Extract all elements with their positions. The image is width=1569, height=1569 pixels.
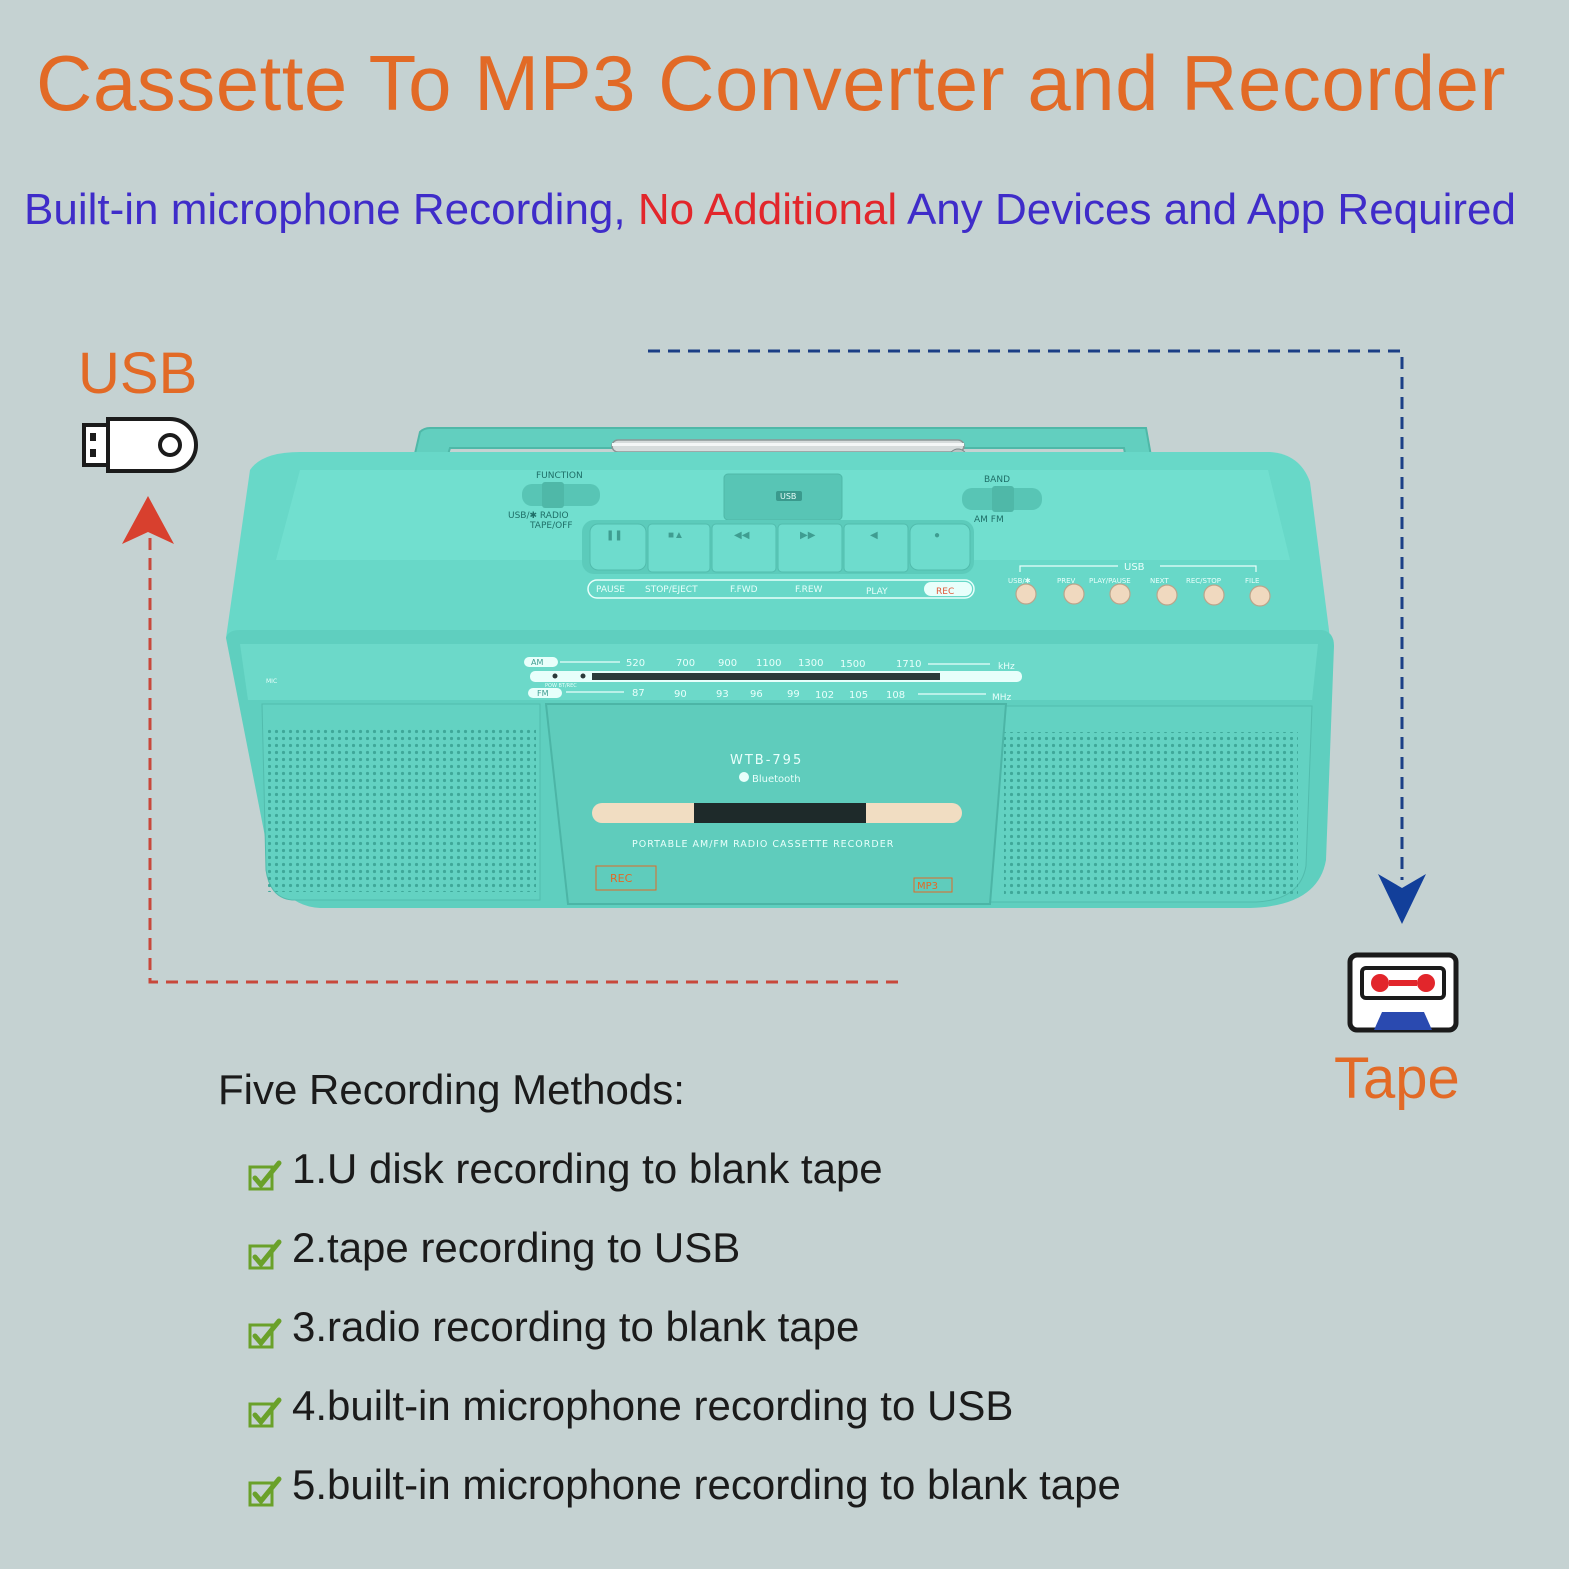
- fm-tick-105: 105: [849, 690, 868, 701]
- cassette-tape-icon: [1347, 952, 1459, 1033]
- deck-label-pause: PAUSE: [596, 585, 625, 595]
- fm-tick-99: 99: [787, 689, 800, 700]
- am-tick-1500: 1500: [840, 659, 865, 670]
- subtitle-part-1: Built-in microphone Recording,: [24, 185, 638, 234]
- list-item: 1.U disk recording to blank tape: [248, 1145, 1121, 1224]
- usb-drive-icon: [82, 417, 198, 473]
- band-label: BAND: [984, 475, 1010, 485]
- right-speaker-grill: [1004, 732, 1298, 894]
- usb-btn-label-usb-bt: USB/✱: [1008, 577, 1031, 585]
- bluetooth-label: Bluetooth: [752, 774, 801, 785]
- usb-control-buttons: [1015, 583, 1271, 607]
- subtitle-part-3: Any Devices and App Required: [897, 185, 1516, 234]
- am-tick-1710: 1710: [896, 659, 921, 670]
- page-title: Cassette To MP3 Converter and Recorder: [36, 39, 1506, 127]
- fm-tick-90: 90: [674, 689, 687, 700]
- left-speaker-grill: [268, 728, 536, 892]
- function-off-label: TAPE/OFF: [529, 521, 573, 531]
- rec-badge: REC: [610, 872, 633, 885]
- deck-buttons: ❚❚ ■▲ ◀◀ ▶▶ ◀ ●: [582, 520, 974, 574]
- fm-tick-87: 87: [632, 688, 645, 699]
- blue-dashed-arrow: [648, 349, 1426, 924]
- usb-btn-label-next: NEXT: [1150, 577, 1169, 585]
- deck-label-play: PLAY: [866, 587, 888, 597]
- method-text: 1.U disk recording to blank tape: [292, 1145, 883, 1192]
- subtitle-part-2: No Additional: [637, 185, 898, 234]
- bluetooth-icon: [739, 772, 749, 782]
- methods-title: Five Recording Methods:: [218, 1066, 685, 1113]
- usb-group-label: USB: [1124, 562, 1145, 573]
- usb-label: USB: [78, 341, 198, 406]
- deck-label-rec: REC: [936, 587, 954, 597]
- usb-btn-label-file: FILE: [1245, 577, 1259, 585]
- fm-unit: MHz: [992, 693, 1012, 703]
- fm-tick-93: 93: [716, 689, 729, 700]
- am-tick-900: 900: [718, 658, 737, 669]
- red-dashed-arrow: [122, 496, 898, 984]
- list-item: 4.built-in microphone recording to USB: [248, 1382, 1121, 1461]
- fm-tick-108: 108: [886, 690, 905, 701]
- checkbox-checked-icon: [248, 1397, 282, 1428]
- am-tick-1100: 1100: [756, 658, 781, 669]
- method-text: 5.built-in microphone recording to blank…: [292, 1461, 1121, 1508]
- list-item: 3.radio recording to blank tape: [248, 1303, 1121, 1382]
- tape-label: Tape: [1334, 1046, 1460, 1111]
- am-tick-520: 520: [626, 658, 645, 669]
- checkbox-checked-icon: [248, 1160, 282, 1191]
- list-item: 2.tape recording to USB: [248, 1224, 1121, 1303]
- checkbox-checked-icon: [248, 1239, 282, 1270]
- fm-tick-102: 102: [815, 690, 834, 701]
- usb-btn-label-rec-stop: REC/STOP: [1186, 577, 1221, 585]
- mic-label: MIC: [266, 678, 277, 685]
- list-item: 5.built-in microphone recording to blank…: [248, 1461, 1121, 1540]
- band-options: AM FM: [974, 515, 1004, 525]
- model-number: WTB-795: [730, 753, 803, 768]
- usb-btn-label-play-pause: PLAY/PAUSE: [1089, 577, 1131, 585]
- checkbox-checked-icon: [248, 1476, 282, 1507]
- play-icon: ◀: [870, 530, 878, 541]
- deck-label-stop-eject: STOP/EJECT: [645, 585, 698, 595]
- cassette-player-device: FUNCTION USB/✱ RADIO TAPE/OFF USB BAND A…: [226, 427, 1334, 908]
- method-text: 4.built-in microphone recording to USB: [292, 1382, 1014, 1429]
- function-label: FUNCTION: [536, 471, 583, 481]
- pow-label: POW BT/REC: [545, 683, 577, 689]
- fast-forward-icon: ▶▶: [800, 530, 816, 541]
- stop-eject-icon: ■▲: [668, 530, 684, 541]
- usb-port-label: USB: [780, 492, 796, 501]
- method-text: 2.tape recording to USB: [292, 1224, 741, 1271]
- tuner-scale: AM 520 700 900 1100 1300 1500 1710 kHz P…: [524, 657, 1022, 703]
- mp3-badge: MP3: [917, 881, 938, 892]
- subtitle: Built-in microphone Recording, No Additi…: [24, 185, 1516, 235]
- usb-btn-label-prev: PREV: [1057, 577, 1076, 585]
- record-icon: ●: [934, 530, 940, 541]
- method-text: 3.radio recording to blank tape: [292, 1303, 860, 1350]
- pause-icon: ❚❚: [606, 530, 623, 541]
- am-label: AM: [531, 658, 543, 667]
- deck-label-frew: F.REW: [795, 585, 823, 595]
- am-tick-1300: 1300: [798, 658, 823, 669]
- am-unit: kHz: [998, 662, 1015, 672]
- fm-tick-96: 96: [750, 689, 763, 700]
- device-caption: PORTABLE AM/FM RADIO CASSETTE RECORDER: [632, 839, 894, 850]
- checkbox-checked-icon: [248, 1318, 282, 1349]
- methods-list: 1.U disk recording to blank tape 2.tape …: [248, 1145, 1121, 1540]
- am-tick-700: 700: [676, 658, 695, 669]
- deck-label-ffwd: F.FWD: [730, 585, 758, 595]
- fm-label: FM: [537, 689, 549, 698]
- rewind-icon: ◀◀: [734, 530, 750, 541]
- function-options: USB/✱ RADIO: [508, 511, 569, 521]
